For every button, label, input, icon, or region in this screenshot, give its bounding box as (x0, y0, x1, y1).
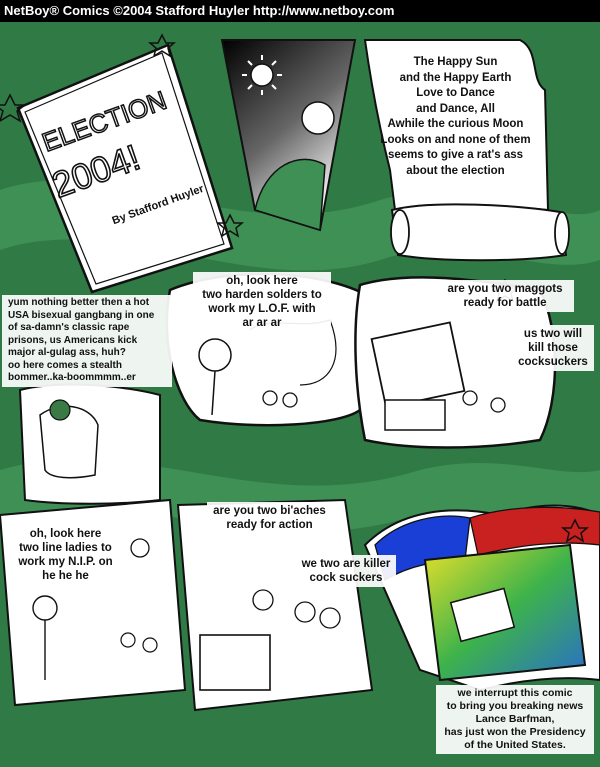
panel4-top-caption: are you two maggots ready for battle (436, 280, 574, 312)
scroll-text: The Happy Sun and the Happy Earth Love t… (380, 56, 531, 177)
panel3-left-caption: yum nothing better then a hot USA bisexu… (2, 295, 172, 387)
comic-header: NetBoy® Comics ©2004 Stafford Huyler htt… (0, 0, 600, 22)
panel6-top-caption: are you two bi'aches ready for action (207, 502, 332, 534)
sun-moon-panel (220, 39, 357, 232)
train-panel (176, 498, 374, 712)
scroll-panel (363, 39, 570, 262)
panel6-reply-caption: we two are killer cock suckers (296, 555, 396, 587)
panel5-left-caption: oh, look here two line ladies to work my… (8, 525, 123, 585)
election-sign-panel: ELECTION 2004! (16, 43, 234, 294)
panel3-center-caption: oh, look here two harden solders to work… (193, 272, 331, 332)
left-figure-panel (18, 383, 161, 505)
breaking-news-caption: we interrupt this comic to bring you bre… (436, 685, 594, 754)
tv-flag-panel (363, 504, 600, 692)
panel4-side-caption: us two will kill those cocksuckers (512, 325, 594, 371)
